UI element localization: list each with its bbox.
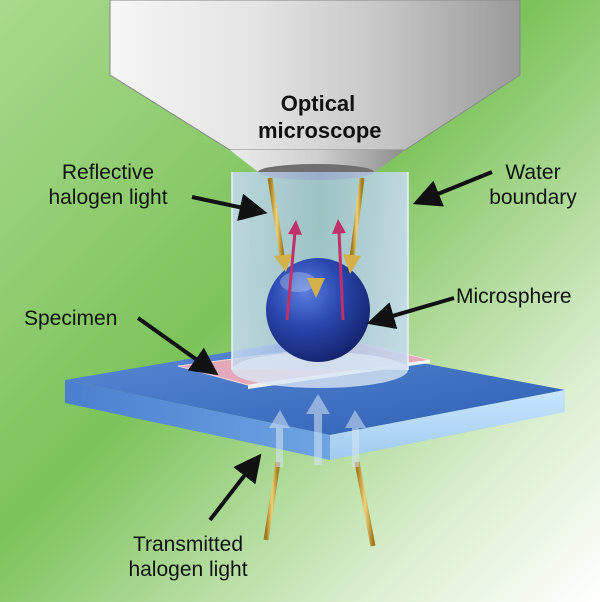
transmitted-rays xyxy=(263,394,376,547)
reflected-rays xyxy=(285,219,346,321)
label-water-boundary-line1: Water xyxy=(505,161,561,184)
label-reflective-light-line2: halogen light xyxy=(48,186,168,209)
label-water-boundary: Water boundary xyxy=(478,160,588,210)
microscope-objective xyxy=(109,0,521,180)
pointer-water xyxy=(412,170,493,207)
microsphere xyxy=(266,258,370,362)
ray-reflected-head xyxy=(332,219,346,234)
label-transmitted-light: Transmitted halogen light xyxy=(108,532,268,582)
ray-reflected-head xyxy=(288,220,302,235)
ray-transmitted xyxy=(263,461,281,541)
ray-reflected xyxy=(337,231,345,321)
label-specimen: Specimen xyxy=(24,307,118,330)
ray-reflective xyxy=(349,177,365,259)
label-reflective-light-line1: Reflective xyxy=(61,161,155,184)
ray-reflective-head xyxy=(307,278,325,298)
label-transmitted-light-line1: Transmitted xyxy=(132,533,244,556)
reflective-rays xyxy=(267,177,365,298)
label-optical-microscope: Optical microscope xyxy=(258,90,382,144)
ray-reflective-head xyxy=(343,254,361,274)
pointer-reflective xyxy=(191,193,268,221)
pointer-specimen xyxy=(136,316,219,376)
ray-reflective-head xyxy=(274,254,292,272)
ray-transmitted xyxy=(354,461,376,547)
label-optical-microscope-line2: microscope xyxy=(258,118,382,143)
pointer-arrows xyxy=(136,170,493,522)
label-reflective-light: Reflective halogen light xyxy=(28,160,188,210)
label-optical-microscope-line1: Optical xyxy=(280,91,356,116)
pointer-transmitted xyxy=(208,453,262,522)
label-transmitted-light-line2: halogen light xyxy=(128,558,248,581)
ray-reflective xyxy=(267,177,286,263)
label-water-boundary-line2: boundary xyxy=(489,186,577,209)
ray-reflected xyxy=(285,231,297,321)
pointer-microsphere xyxy=(366,296,455,330)
label-microsphere: Microsphere xyxy=(456,285,572,308)
